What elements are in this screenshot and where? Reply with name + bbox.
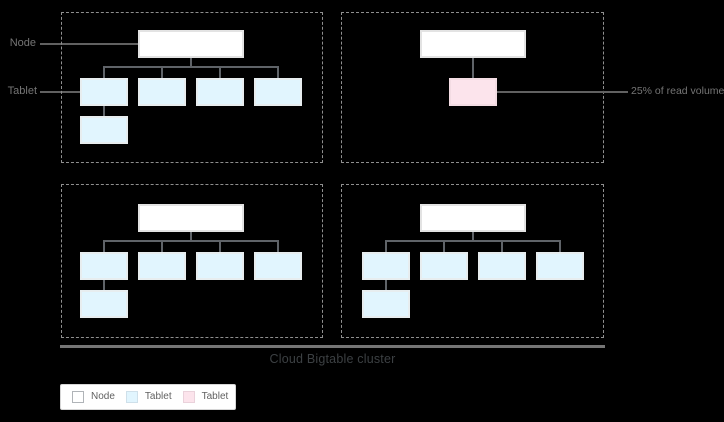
- tablet-box: [254, 252, 302, 280]
- connector-drop: [161, 66, 163, 78]
- tablet-box: [80, 116, 128, 144]
- tablet-annotation-label: Tablet: [7, 85, 37, 97]
- legend-item-hot-tablet: Tablet: [182, 391, 229, 403]
- tablet-box: [254, 78, 302, 106]
- connector-drop: [161, 240, 163, 252]
- connector-stem: [385, 280, 387, 290]
- hot-tablet-color-swatch: [182, 391, 195, 403]
- hot-tablet-box: [449, 78, 497, 106]
- tablet-box: [80, 78, 128, 106]
- tablet-color-swatch: [125, 391, 138, 403]
- legend-label: Tablet: [144, 391, 172, 402]
- legend: Node Tablet Tablet: [60, 384, 236, 410]
- connector-stem: [190, 58, 192, 68]
- legend-label: Tablet: [201, 391, 229, 402]
- node-group-box-bottom-left: [61, 184, 323, 338]
- tablet-box: [420, 252, 468, 280]
- connector-stem: [472, 58, 474, 78]
- cluster-caption: Cloud Bigtable cluster: [269, 352, 396, 366]
- tablet-box: [362, 252, 410, 280]
- connector-stem: [190, 232, 192, 242]
- connector-drop: [277, 66, 279, 78]
- legend-item-tablet: Tablet: [125, 391, 172, 403]
- tablet-box: [196, 78, 244, 106]
- connector-bus: [385, 240, 561, 242]
- node-group-box-top-left: [61, 12, 323, 163]
- connector-drop: [443, 240, 445, 252]
- connector-drop: [219, 240, 221, 252]
- tablet-box: [138, 78, 186, 106]
- tablet-box: [80, 290, 128, 318]
- connector-drop: [277, 240, 279, 252]
- node-group-box-top-right: [341, 12, 604, 163]
- cluster-boundary-line: [60, 345, 605, 348]
- node-box: [138, 204, 244, 232]
- tablet-box: [80, 252, 128, 280]
- connector-stem: [103, 280, 105, 290]
- tablet-box: [536, 252, 584, 280]
- connector-bus: [103, 240, 279, 242]
- connector-drop: [501, 240, 503, 252]
- read-volume-label: 25% of read volume: [631, 85, 724, 97]
- node-color-swatch: [72, 391, 84, 403]
- node-box: [138, 30, 244, 58]
- tablet-box: [196, 252, 244, 280]
- node-pointer-line: [40, 43, 138, 45]
- connector-bus: [103, 66, 279, 68]
- node-group-box-bottom-right: [341, 184, 604, 338]
- tablet-box: [138, 252, 186, 280]
- legend-item-node: Node: [72, 391, 115, 403]
- node-annotation-label: Node: [9, 37, 36, 49]
- legend-label: Node: [91, 391, 115, 402]
- connector-stem: [103, 106, 105, 116]
- connector-drop: [219, 66, 221, 78]
- read-volume-pointer-line: [497, 91, 628, 93]
- tablet-box: [478, 252, 526, 280]
- connector-drop: [103, 240, 105, 252]
- tablet-box: [362, 290, 410, 318]
- connector-drop: [385, 240, 387, 252]
- node-box: [420, 204, 526, 232]
- connector-stem: [472, 232, 474, 242]
- connector-drop: [103, 66, 105, 78]
- node-box: [420, 30, 526, 58]
- connector-drop: [559, 240, 561, 252]
- tablet-pointer-line: [40, 91, 80, 93]
